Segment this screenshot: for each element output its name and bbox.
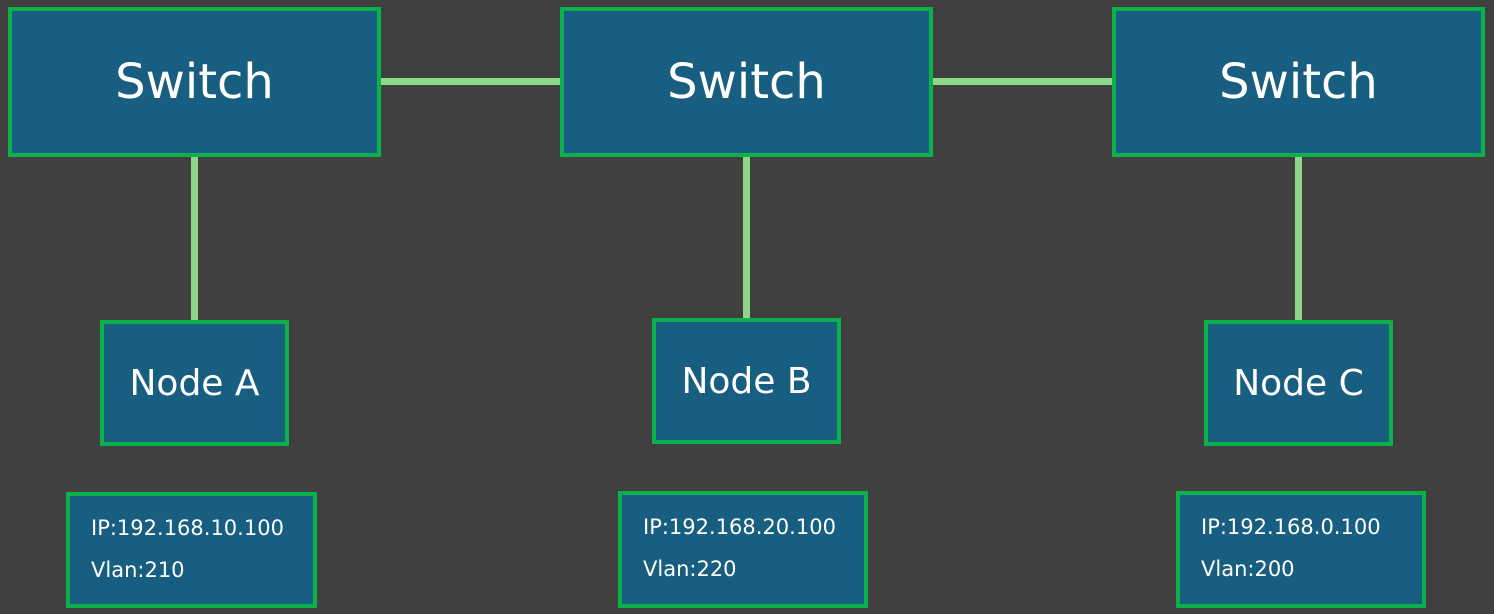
node-a-label: Node A <box>129 362 260 404</box>
node-b-label: Node B <box>681 360 812 402</box>
switch-3-label: Switch <box>1219 54 1378 110</box>
node-c-label: Node C <box>1233 362 1364 404</box>
switch-2: Switch <box>560 7 933 157</box>
node-a-info: IP:192.168.10.100 Vlan:210 <box>66 492 317 608</box>
switch-2-label: Switch <box>667 54 826 110</box>
node-b-info: IP:192.168.20.100 Vlan:220 <box>618 491 868 608</box>
node-a-ip: IP:192.168.10.100 <box>91 516 284 540</box>
switch-3: Switch <box>1112 7 1485 157</box>
node-c-info: IP:192.168.0.100 Vlan:200 <box>1176 491 1426 608</box>
link-switch2-switch3 <box>932 78 1114 85</box>
node-b-ip: IP:192.168.20.100 <box>643 515 836 539</box>
link-switch3-node-c <box>1295 155 1302 322</box>
node-b-vlan: Vlan:220 <box>643 557 737 581</box>
node-a-vlan: Vlan:210 <box>91 558 185 582</box>
link-switch2-node-b <box>743 155 750 320</box>
node-c: Node C <box>1204 320 1393 446</box>
node-c-vlan: Vlan:200 <box>1201 557 1295 581</box>
node-c-ip: IP:192.168.0.100 <box>1201 515 1381 539</box>
link-switch1-node-a <box>191 155 198 322</box>
link-switch1-switch2 <box>380 78 562 85</box>
switch-1: Switch <box>8 7 381 157</box>
switch-1-label: Switch <box>115 54 274 110</box>
node-b: Node B <box>652 318 841 444</box>
node-a: Node A <box>100 320 289 446</box>
